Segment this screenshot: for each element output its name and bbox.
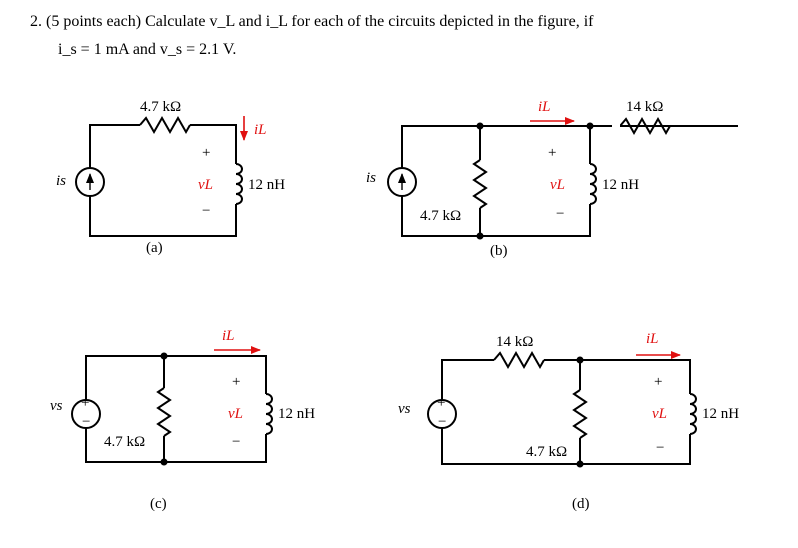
caption-c: (c) (150, 496, 167, 512)
caption-b: (b) (490, 243, 508, 259)
inductor-label-b: 12 nH (602, 177, 639, 193)
caption-d: (d) (572, 496, 590, 512)
voltage-source-c (71, 399, 101, 429)
vL-label-c: vL (228, 406, 243, 422)
iL-label-d: iL (646, 331, 659, 347)
iL-label-a: iL (254, 122, 267, 138)
caption-a: (a) (146, 240, 163, 256)
source-minus-c: − (82, 414, 90, 430)
vL-label-d: vL (652, 406, 667, 422)
vs-label-d: vs (398, 401, 411, 417)
minus-c: − (232, 434, 240, 450)
inductor-12nH-a (235, 163, 243, 205)
source-plus-c: + (81, 395, 89, 411)
resistor-4.7k-d (572, 389, 588, 439)
circuit-c: + − vs 4.7 kΩ iL + vL − 12 nH (c) (50, 328, 315, 512)
resistor-4.7k-b (472, 159, 488, 209)
problem-line-1: 2. (5 points each) Calculate v_L and i_L… (30, 13, 594, 30)
plus-a: + (202, 145, 210, 161)
circuit-b: is 4.7 kΩ 14 kΩ iL + vL − 12 nH (b) (366, 99, 738, 259)
minus-b: − (556, 206, 564, 222)
plus-d: + (654, 374, 662, 390)
inductor-label-a: 12 nH (248, 177, 285, 193)
resistor-label-a: 4.7 kΩ (140, 99, 181, 115)
resistor-14k-b (619, 116, 671, 136)
problem-line-2: i_s = 1 mA and v_s = 2.1 V. (58, 41, 237, 58)
vs-label-c: vs (50, 398, 63, 414)
resistor-label-d: 4.7 kΩ (526, 444, 567, 460)
minus-a: − (202, 203, 210, 219)
is-label-a: is (56, 173, 66, 189)
inductor-12nH-c (265, 393, 273, 435)
current-source-a (75, 167, 105, 197)
resistor-label-c: 4.7 kΩ (104, 434, 145, 450)
resistor-14k-label-b: 14 kΩ (626, 99, 663, 115)
inductor-label-d: 12 nH (702, 406, 739, 422)
plus-c: + (232, 374, 240, 390)
resistor-14k-label-d: 14 kΩ (496, 334, 533, 350)
iL-label-b: iL (538, 99, 551, 115)
inductor-label-c: 12 nH (278, 406, 315, 422)
iL-label-c: iL (222, 328, 235, 344)
resistor-4.7k-c (156, 387, 172, 437)
source-plus-d: + (437, 395, 445, 411)
source-minus-d: − (438, 414, 446, 430)
inductor-12nH-d (689, 393, 697, 435)
minus-d: − (656, 440, 664, 456)
vL-label-a: vL (198, 177, 213, 193)
is-label-b: is (366, 170, 376, 186)
current-source-b (387, 167, 417, 197)
inductor-12nH-b (589, 163, 597, 205)
resistor-14k-d (493, 350, 545, 370)
vL-label-b: vL (550, 177, 565, 193)
resistor-label-b: 4.7 kΩ (420, 208, 461, 224)
resistor-4.7k-a (139, 115, 191, 135)
plus-b: + (548, 145, 556, 161)
circuit-d: + − vs 14 kΩ 4.7 kΩ iL + vL − 12 nH (d) (398, 331, 739, 512)
voltage-source-d (427, 399, 457, 429)
circuit-a: 4.7 kΩ is + vL − 12 nH iL (a) (56, 99, 285, 256)
problem-statement: 2. (5 points each) Calculate v_L and i_L… (30, 8, 780, 64)
